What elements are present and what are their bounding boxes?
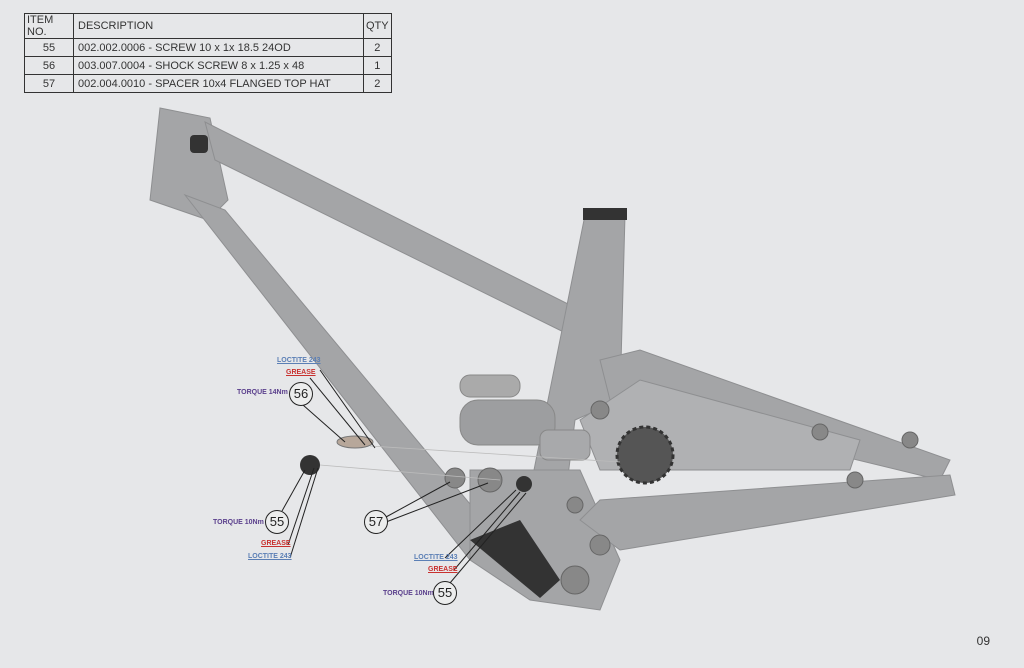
chainring [615,425,675,485]
loctite-label: LOCTITE 243 [248,553,292,560]
table-header-row: ITEM NO. DESCRIPTION QTY [24,13,392,39]
description: 002.004.0010 - SPACER 10x4 FLANGED TOP H… [73,74,364,93]
chainstay [579,474,956,551]
header-description: DESCRIPTION [73,13,364,39]
head-tube-port [190,135,208,153]
qty: 2 [363,74,392,93]
qty: 2 [363,38,392,57]
torque-label: TORQUE 10Nm [383,590,434,597]
bash-guard [470,520,560,598]
torque-label: TORQUE 14Nm [237,389,288,396]
grease-label: GREASE [261,540,291,547]
header-qty: QTY [363,13,392,39]
callout-balloon-55: 55 [265,510,289,534]
table-row: 57 002.004.0010 - SPACER 10x4 FLANGED TO… [24,74,392,93]
item-no: 57 [24,74,74,93]
torque-label: TORQUE 10Nm [213,519,264,526]
callout-balloon-55: 55 [433,581,457,605]
grease-label: GREASE [428,566,458,573]
seatstay [599,349,951,481]
shock-screw [336,435,374,449]
pivot-screw-right [516,476,532,492]
grease-label: GREASE [286,369,316,376]
loctite-label: LOCTITE 243 [277,357,321,364]
bill-of-materials-table: ITEM NO. DESCRIPTION QTY 55 002.002.0006… [24,13,392,93]
page-number: 09 [976,634,990,648]
description: 002.002.0006 - SCREW 10 x 1x 18.5 24OD [73,38,364,57]
top-tube [204,121,601,346]
table-row: 55 002.002.0006 - SCREW 10 x 1x 18.5 24O… [24,38,392,57]
head-tube [149,107,229,221]
rear-shock [459,374,591,461]
qty: 1 [363,56,392,75]
header-item-no: ITEM NO. [24,13,74,39]
seat-tube-cap [583,208,627,220]
loctite-label: LOCTITE 243 [414,554,458,561]
callout-balloon-57: 57 [364,510,388,534]
callout-balloon-56: 56 [289,382,313,406]
